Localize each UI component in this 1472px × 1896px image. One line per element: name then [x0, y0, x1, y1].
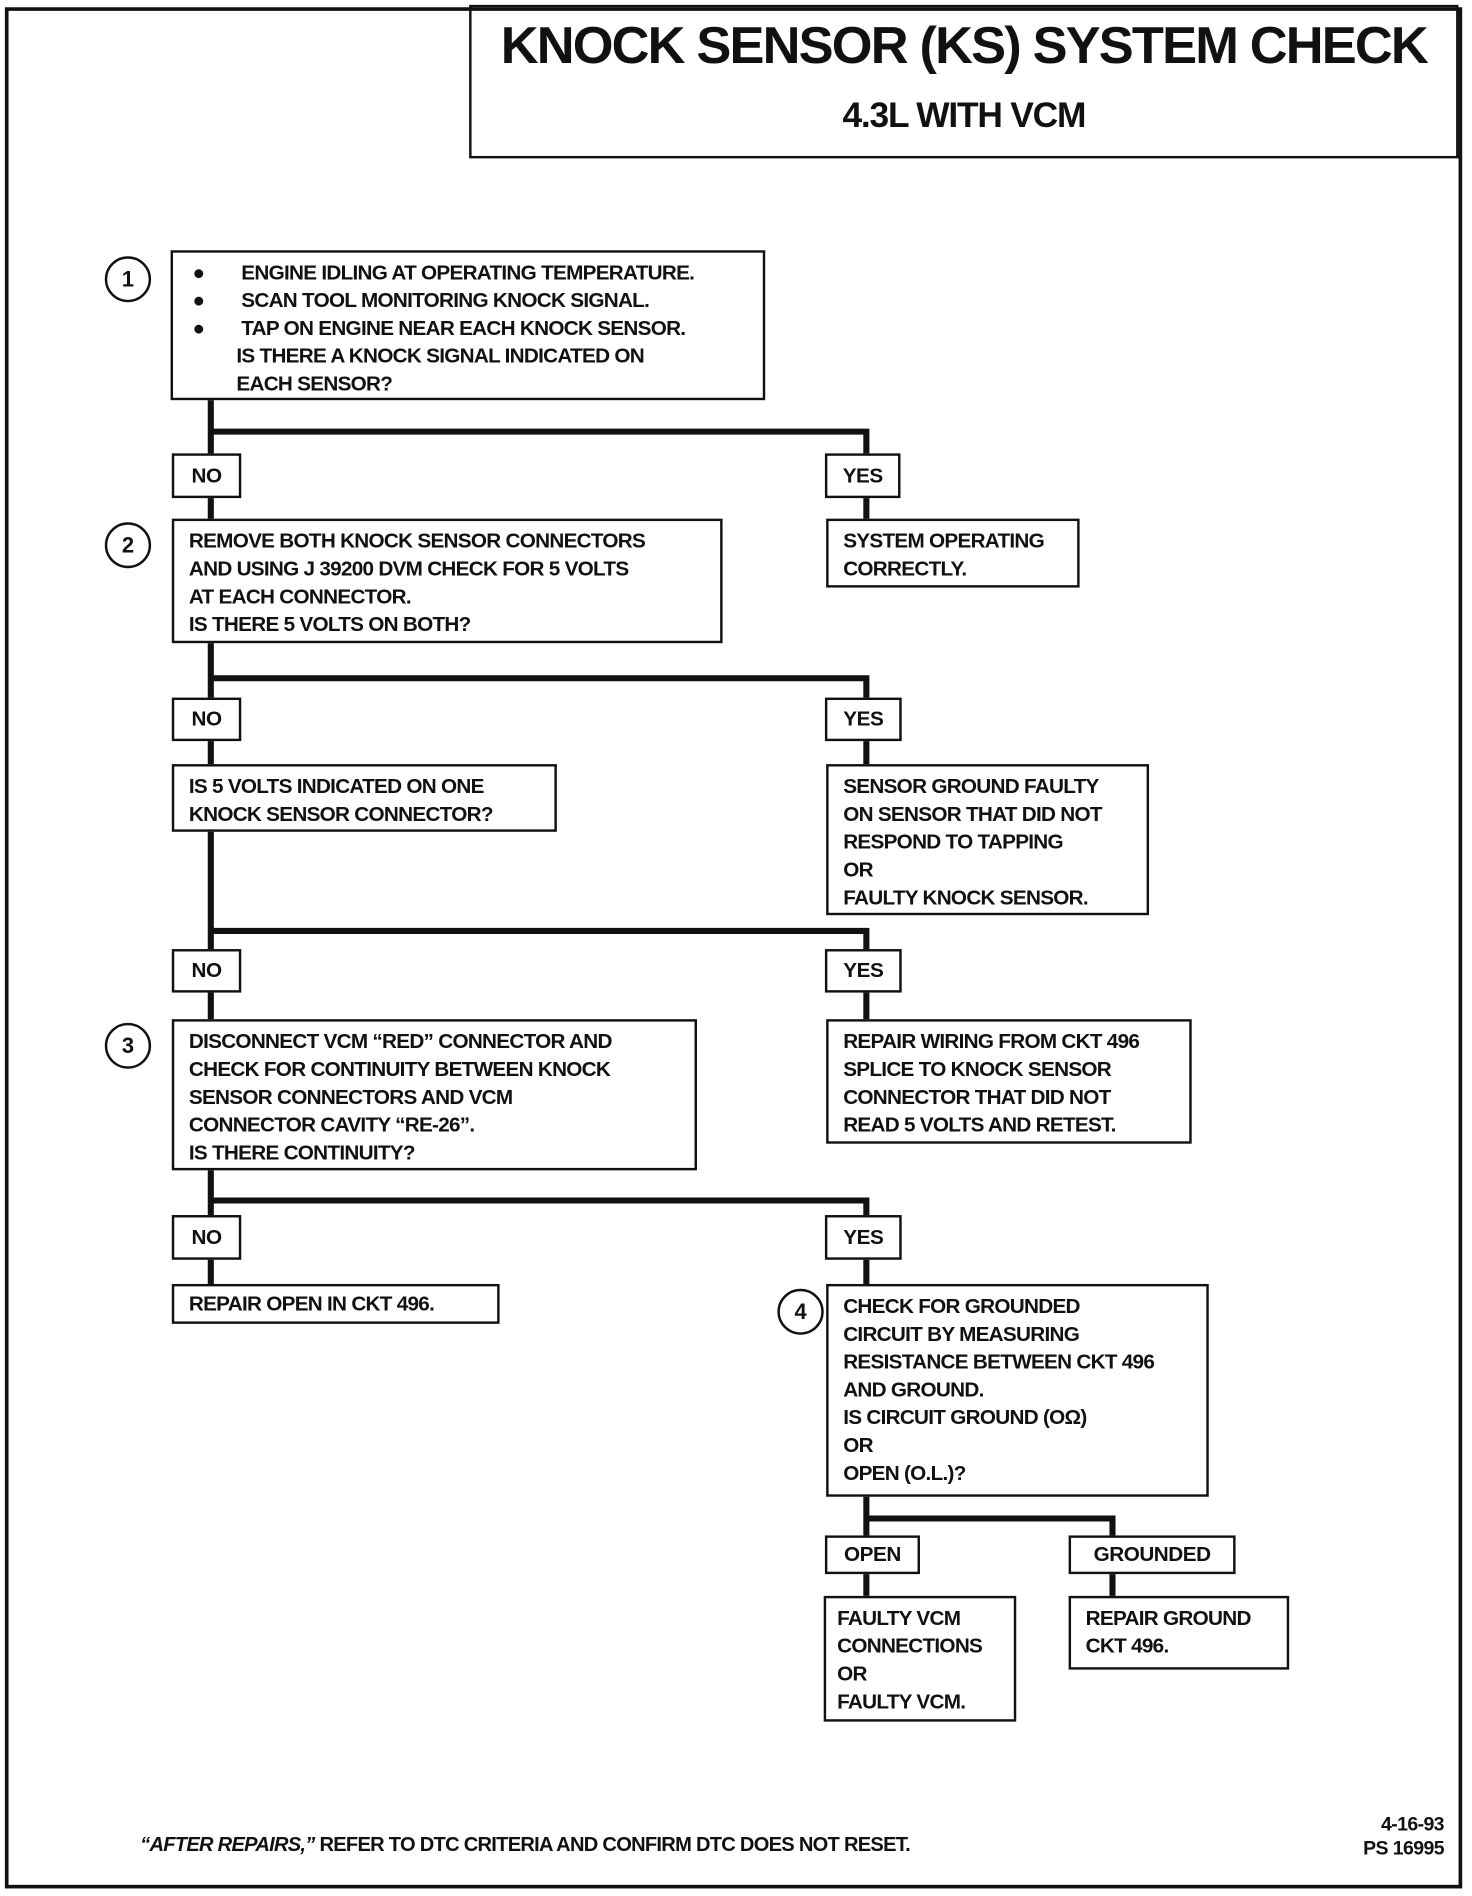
result-text: FAULTY VCM: [837, 1606, 961, 1630]
no-label: NO: [171, 697, 242, 742]
step-1-box: ●ENGINE IDLING AT OPERATING TEMPERATURE.…: [170, 250, 766, 401]
result-text: CKT 496.: [1085, 1634, 1170, 1658]
result-text: FAULTY VCM.: [837, 1690, 966, 1714]
step-2b-box: IS 5 VOLTS INDICATED ON ONE KNOCK SENSOR…: [171, 764, 557, 832]
document-id: 4-16-93 PS 16995: [1316, 1814, 1444, 1862]
step-number-4: 4: [777, 1288, 824, 1335]
result-text: REPAIR GROUND: [1085, 1606, 1252, 1630]
footer-note-italic: “AFTER REPAIRS,”: [140, 1834, 315, 1856]
step-text: OPEN (O.L.)?: [843, 1461, 966, 1485]
step-text: IS THERE 5 VOLTS ON BOTH?: [188, 612, 471, 636]
step-text: AND USING J 39200 DVM CHECK FOR 5 VOLTS: [188, 557, 629, 581]
step-text: CONNECTOR CAVITY “RE-26”.: [188, 1113, 475, 1137]
footer-note-text: REFER TO DTC CRITERIA AND CONFIRM DTC DO…: [314, 1834, 910, 1856]
page-border: [4, 7, 1463, 1889]
no-label: NO: [171, 1215, 242, 1260]
result-text: CONNECTOR THAT DID NOT: [843, 1085, 1111, 1109]
result-text: SPLICE TO KNOCK SENSOR: [843, 1057, 1112, 1081]
step-text: IS CIRCUIT GROUND (OΩ): [843, 1406, 1087, 1430]
result-text: SENSOR GROUND FAULTY: [843, 774, 1099, 798]
bullet-text: TAP ON ENGINE NEAR EACH KNOCK SENSOR.: [241, 316, 686, 340]
document-date: 4-16-93: [1380, 1814, 1445, 1836]
result-repair-open: REPAIR OPEN IN CKT 496.: [171, 1283, 500, 1324]
result-repair-wiring: REPAIR WIRING FROM CKT 496 SPLICE TO KNO…: [826, 1019, 1192, 1144]
step-4-box: CHECK FOR GROUNDED CIRCUIT BY MEASURING …: [826, 1283, 1209, 1497]
bullet-text: ENGINE IDLING AT OPERATING TEMPERATURE.: [241, 261, 695, 285]
step-text: CHECK FOR GROUNDED: [843, 1294, 1080, 1318]
yes-label: YES: [824, 1215, 902, 1260]
result-text: REPAIR OPEN IN CKT 496.: [188, 1292, 435, 1316]
step-text: RESISTANCE BETWEEN CKT 496: [843, 1350, 1155, 1374]
result-text: SYSTEM OPERATING: [843, 529, 1045, 553]
page-title: KNOCK SENSOR (KS) SYSTEM CHECK: [500, 16, 1429, 75]
result-text: READ 5 VOLTS AND RETEST.: [843, 1113, 1116, 1137]
yes-label: YES: [824, 697, 902, 742]
title-block: KNOCK SENSOR (KS) SYSTEM CHECK 4.3L WITH…: [469, 4, 1459, 159]
result-text: ON SENSOR THAT DID NOT: [843, 802, 1102, 826]
result-text: OR: [837, 1662, 867, 1686]
question-text: EACH SENSOR?: [236, 372, 393, 396]
no-label: NO: [171, 453, 242, 499]
step-number-2: 2: [104, 522, 152, 569]
step-text: DISCONNECT VCM “RED” CONNECTOR AND: [188, 1030, 613, 1054]
yes-label: YES: [824, 453, 901, 499]
step-text: CHECK FOR CONTINUITY BETWEEN KNOCK: [188, 1057, 611, 1081]
step-text: AND GROUND.: [843, 1378, 984, 1402]
no-label: NO: [171, 949, 242, 993]
step-text: CIRCUIT BY MEASURING: [843, 1322, 1080, 1346]
document-number: PS 16995: [1363, 1838, 1444, 1860]
result-text: FAULTY KNOCK SENSOR.: [843, 886, 1088, 910]
bullet-text: SCAN TOOL MONITORING KNOCK SIGNAL.: [241, 288, 650, 312]
result-sensor-ground: SENSOR GROUND FAULTY ON SENSOR THAT DID …: [826, 764, 1150, 916]
result-repair-ground: REPAIR GROUND CKT 496.: [1068, 1595, 1290, 1670]
step-text: IS THERE CONTINUITY?: [188, 1141, 416, 1165]
step-text: AT EACH CONNECTOR.: [188, 585, 412, 609]
step-text: KNOCK SENSOR CONNECTOR?: [188, 802, 494, 826]
page-subtitle: 4.3L WITH VCM: [842, 96, 1086, 136]
grounded-label: GROUNDED: [1068, 1535, 1236, 1575]
step-3-box: DISCONNECT VCM “RED” CONNECTOR AND CHECK…: [171, 1019, 697, 1171]
result-text: REPAIR WIRING FROM CKT 496: [843, 1030, 1140, 1054]
question-text: IS THERE A KNOCK SIGNAL INDICATED ON: [236, 344, 644, 368]
step-2-box: REMOVE BOTH KNOCK SENSOR CONNECTORS AND …: [171, 518, 723, 644]
step-text: IS 5 VOLTS INDICATED ON ONE: [188, 774, 485, 798]
footer-note: “AFTER REPAIRS,” REFER TO DTC CRITERIA A…: [140, 1834, 911, 1857]
result-text: OR: [843, 858, 873, 882]
step-text: SENSOR CONNECTORS AND VCM: [188, 1085, 513, 1109]
result-text: RESPOND TO TAPPING: [843, 830, 1063, 854]
result-system-ok: SYSTEM OPERATING CORRECTLY.: [826, 518, 1080, 588]
result-faulty-vcm: FAULTY VCM CONNECTIONS OR FAULTY VCM.: [823, 1595, 1017, 1722]
yes-label: YES: [824, 949, 902, 993]
result-text: CONNECTIONS: [837, 1634, 983, 1658]
step-number-3: 3: [104, 1022, 152, 1069]
step-number-1: 1: [104, 256, 152, 303]
open-label: OPEN: [824, 1535, 920, 1575]
step-text: REMOVE BOTH KNOCK SENSOR CONNECTORS: [188, 529, 646, 553]
result-text: CORRECTLY.: [843, 557, 967, 581]
step-text: OR: [843, 1433, 873, 1457]
